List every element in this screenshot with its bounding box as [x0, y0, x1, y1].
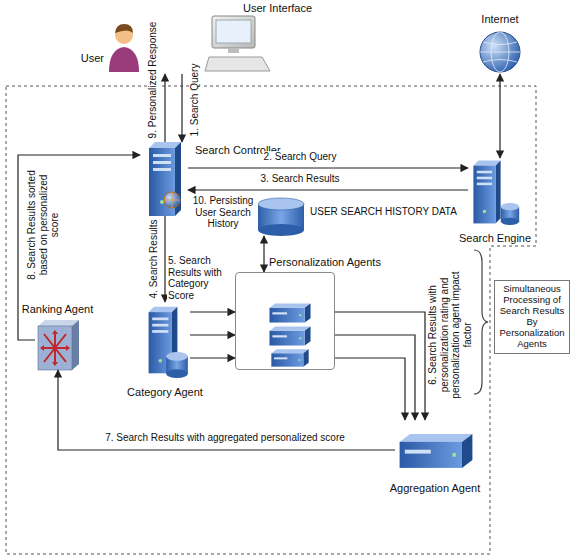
node-label: Personalization Agents	[269, 256, 381, 269]
edge-label: 2. Search Query	[263, 151, 338, 163]
category-icon: Category Agent	[140, 302, 190, 382]
node-label: Search Engine	[459, 232, 531, 245]
agent-group: Personalization Agents	[235, 272, 335, 370]
search-engine-icon: Search Engine	[468, 158, 522, 228]
server-icon: Search Controller	[140, 142, 188, 216]
ranking-icon: Ranking Agent	[35, 320, 80, 370]
node-label: Internet	[481, 13, 518, 26]
edge-label: 8. Search Results sorted based on person…	[26, 164, 61, 286]
flow-arrow	[335, 335, 415, 420]
fan-lines	[190, 312, 425, 420]
edge-label: 6. Search Results with personalization r…	[427, 259, 473, 411]
node-label: Category Agent	[127, 386, 203, 399]
node-label: Ranking Agent	[22, 303, 94, 316]
flow-arrow	[188, 189, 468, 190]
flow-arrow	[190, 334, 235, 335]
edge-label: 9. Personalized Response	[147, 21, 159, 140]
node-label: USER SEARCH HISTORY DATA	[310, 206, 457, 218]
aggregation-icon: Aggregation Agent	[395, 420, 475, 478]
flow-arrow	[499, 74, 500, 158]
database-icon: USER SEARCH HISTORY DATA	[258, 198, 304, 236]
edge-label: 1. Search Query	[189, 63, 201, 138]
flow-arrow	[164, 216, 165, 302]
note-text: Simultaneous Processing of Search Result…	[497, 284, 567, 350]
edge-label: 10. Persisting User Search History	[188, 195, 258, 230]
node-label: User Interface	[243, 2, 312, 15]
edge-label: 4. Search Results	[148, 219, 160, 300]
flow-arrow	[188, 167, 468, 168]
flow-arrow	[181, 74, 182, 142]
flow-arrow	[58, 370, 395, 450]
note-box: Simultaneous Processing of Search Result…	[494, 280, 570, 354]
user-icon: User	[108, 22, 140, 72]
edge-label: 5. Search Results with Category Score	[167, 255, 231, 301]
flow-arrow	[18, 155, 140, 340]
flow-arrow	[263, 236, 264, 272]
edge-label: 7. Search Results with aggregated person…	[104, 432, 346, 444]
node-label: User	[81, 52, 104, 65]
globe-icon: Internet	[478, 30, 522, 74]
edge-label: 3. Search Results	[260, 173, 341, 185]
flow-arrow	[164, 74, 165, 142]
node-label: Aggregation Agent	[390, 482, 481, 495]
computer-icon: User Interface	[155, 2, 275, 74]
